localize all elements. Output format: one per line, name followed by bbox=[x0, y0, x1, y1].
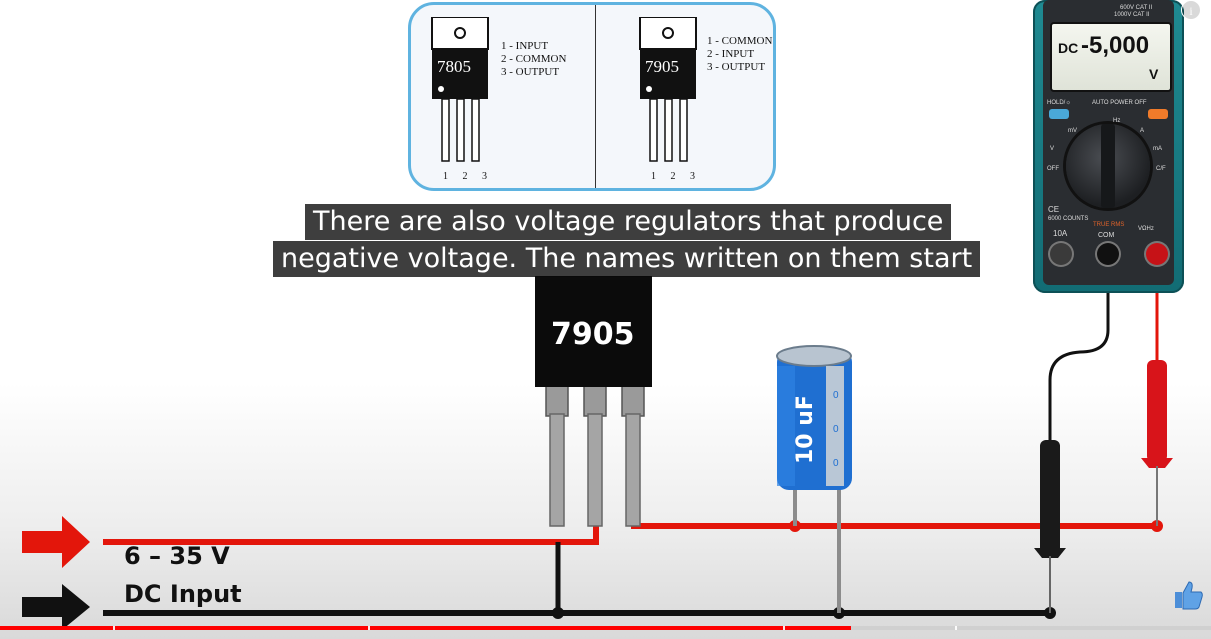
dial-label-mv: mV bbox=[1068, 128, 1077, 134]
black-probe bbox=[1034, 440, 1066, 613]
red-probe bbox=[1141, 360, 1173, 526]
jack-10a[interactable] bbox=[1050, 243, 1072, 265]
display-unit: V bbox=[1149, 66, 1159, 82]
hold-key[interactable] bbox=[1049, 109, 1069, 119]
regulator-7805-diagram bbox=[431, 17, 489, 162]
input-type-label: DC Input bbox=[124, 580, 242, 608]
svg-text:0: 0 bbox=[833, 424, 839, 435]
thumbs-up-like-icon[interactable] bbox=[1171, 578, 1205, 612]
dial-label-ma: mA bbox=[1153, 146, 1162, 152]
pin-1-label: 1 - COMMON bbox=[707, 35, 773, 47]
inset-right-pin-numbers: 1 2 3 bbox=[651, 171, 701, 182]
multimeter-display bbox=[1050, 22, 1172, 92]
svg-text:0: 0 bbox=[833, 458, 839, 469]
ground-input-arrow-icon bbox=[22, 584, 90, 630]
inset-right-part-label: 7905 bbox=[645, 57, 679, 76]
rating-top-label: 600V CAT II bbox=[1120, 5, 1153, 11]
inset-left-pin-list: 1 - INPUT 2 - COMMON 3 - OUTPUT bbox=[501, 40, 566, 79]
dial-label-hz: Hz bbox=[1113, 118, 1121, 124]
chapter-marker bbox=[113, 626, 115, 630]
caption-line-2: negative voltage. The names written on t… bbox=[273, 241, 981, 277]
function-key[interactable] bbox=[1148, 109, 1168, 119]
ce-mark: CE bbox=[1048, 205, 1060, 214]
dial-label-off: OFF bbox=[1047, 166, 1059, 172]
positive-wire bbox=[103, 526, 599, 545]
display-mode: DC bbox=[1058, 40, 1079, 56]
node-dot bbox=[552, 607, 564, 619]
hold-label: HOLD/☼ bbox=[1047, 100, 1071, 106]
inset-left-part-label: 7805 bbox=[437, 57, 471, 76]
inset-left-pin-numbers: 1 2 3 bbox=[443, 171, 493, 182]
chapter-marker bbox=[955, 626, 957, 630]
regulator-legs bbox=[545, 385, 645, 527]
rotary-dial-grip bbox=[1101, 124, 1115, 208]
inset-divider bbox=[595, 5, 596, 188]
regulator-7905-body bbox=[535, 276, 652, 387]
pin-3-label: 3 - OUTPUT bbox=[707, 61, 766, 73]
dial-label-cf: C/F bbox=[1156, 166, 1166, 172]
counts-label: 6000 COUNTS bbox=[1048, 216, 1089, 222]
rating-bottom-label: 1000V CAT II bbox=[1114, 12, 1150, 18]
chapter-marker bbox=[368, 626, 370, 630]
jack-v-ohm[interactable] bbox=[1146, 243, 1168, 265]
input-voltage-label: 6 – 35 V bbox=[124, 542, 230, 570]
dial-label-ohm: VΩHz bbox=[1138, 226, 1154, 232]
pin-2-label: 2 - COMMON bbox=[501, 53, 567, 65]
pin-2-label: 2 - INPUT bbox=[707, 48, 755, 60]
pin-1-label: 1 - INPUT bbox=[501, 40, 549, 52]
caption-line-1: There are also voltage regulators that p… bbox=[305, 204, 952, 240]
jack-com[interactable] bbox=[1097, 243, 1119, 265]
dial-label-v: V bbox=[1050, 146, 1055, 152]
info-icon[interactable]: i bbox=[1181, 0, 1201, 20]
video-progress-fill bbox=[0, 626, 852, 630]
black-probe-lead bbox=[1048, 262, 1110, 470]
regulator-part-label: 7905 bbox=[551, 317, 635, 352]
svg-text:0: 0 bbox=[833, 390, 839, 401]
pinout-inset: 7805 1 - INPUT 2 - COMMON 3 - OUTPUT 1 2… bbox=[408, 2, 776, 191]
capacitor-10uf: 0 0 0 bbox=[776, 345, 852, 613]
positive-input-arrow-icon bbox=[22, 516, 90, 568]
jack-label-10a: 10A bbox=[1053, 229, 1068, 238]
dial-label-a: A bbox=[1140, 128, 1145, 134]
auto-power-label: AUTO POWER OFF bbox=[1092, 100, 1147, 106]
regulator-7905-diagram bbox=[639, 17, 697, 162]
display-reading: -5,000 bbox=[1081, 32, 1150, 59]
jack-label-com: COM bbox=[1098, 232, 1115, 239]
true-rms-label: TRUE RMS bbox=[1093, 222, 1125, 228]
chapter-marker bbox=[783, 626, 785, 630]
inset-right-pin-list: 1 - COMMON 2 - INPUT 3 - OUTPUT bbox=[707, 35, 772, 74]
pin-3-label: 3 - OUTPUT bbox=[501, 66, 560, 78]
